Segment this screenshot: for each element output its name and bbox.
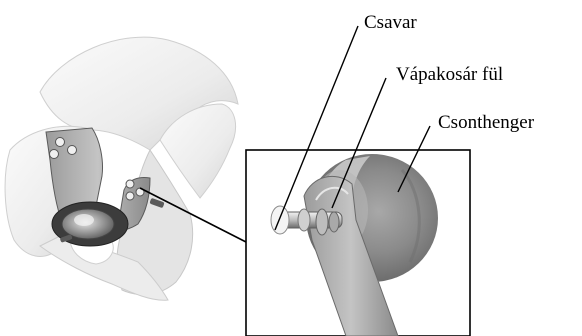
pelvis-illustration	[5, 37, 238, 300]
cup-cage-lug-label: Vápakosár fül	[396, 64, 503, 85]
detail-inset	[246, 150, 470, 336]
bone-cylinder-label: Csonthenger	[438, 112, 535, 133]
screw-label: Csavar	[364, 12, 417, 33]
